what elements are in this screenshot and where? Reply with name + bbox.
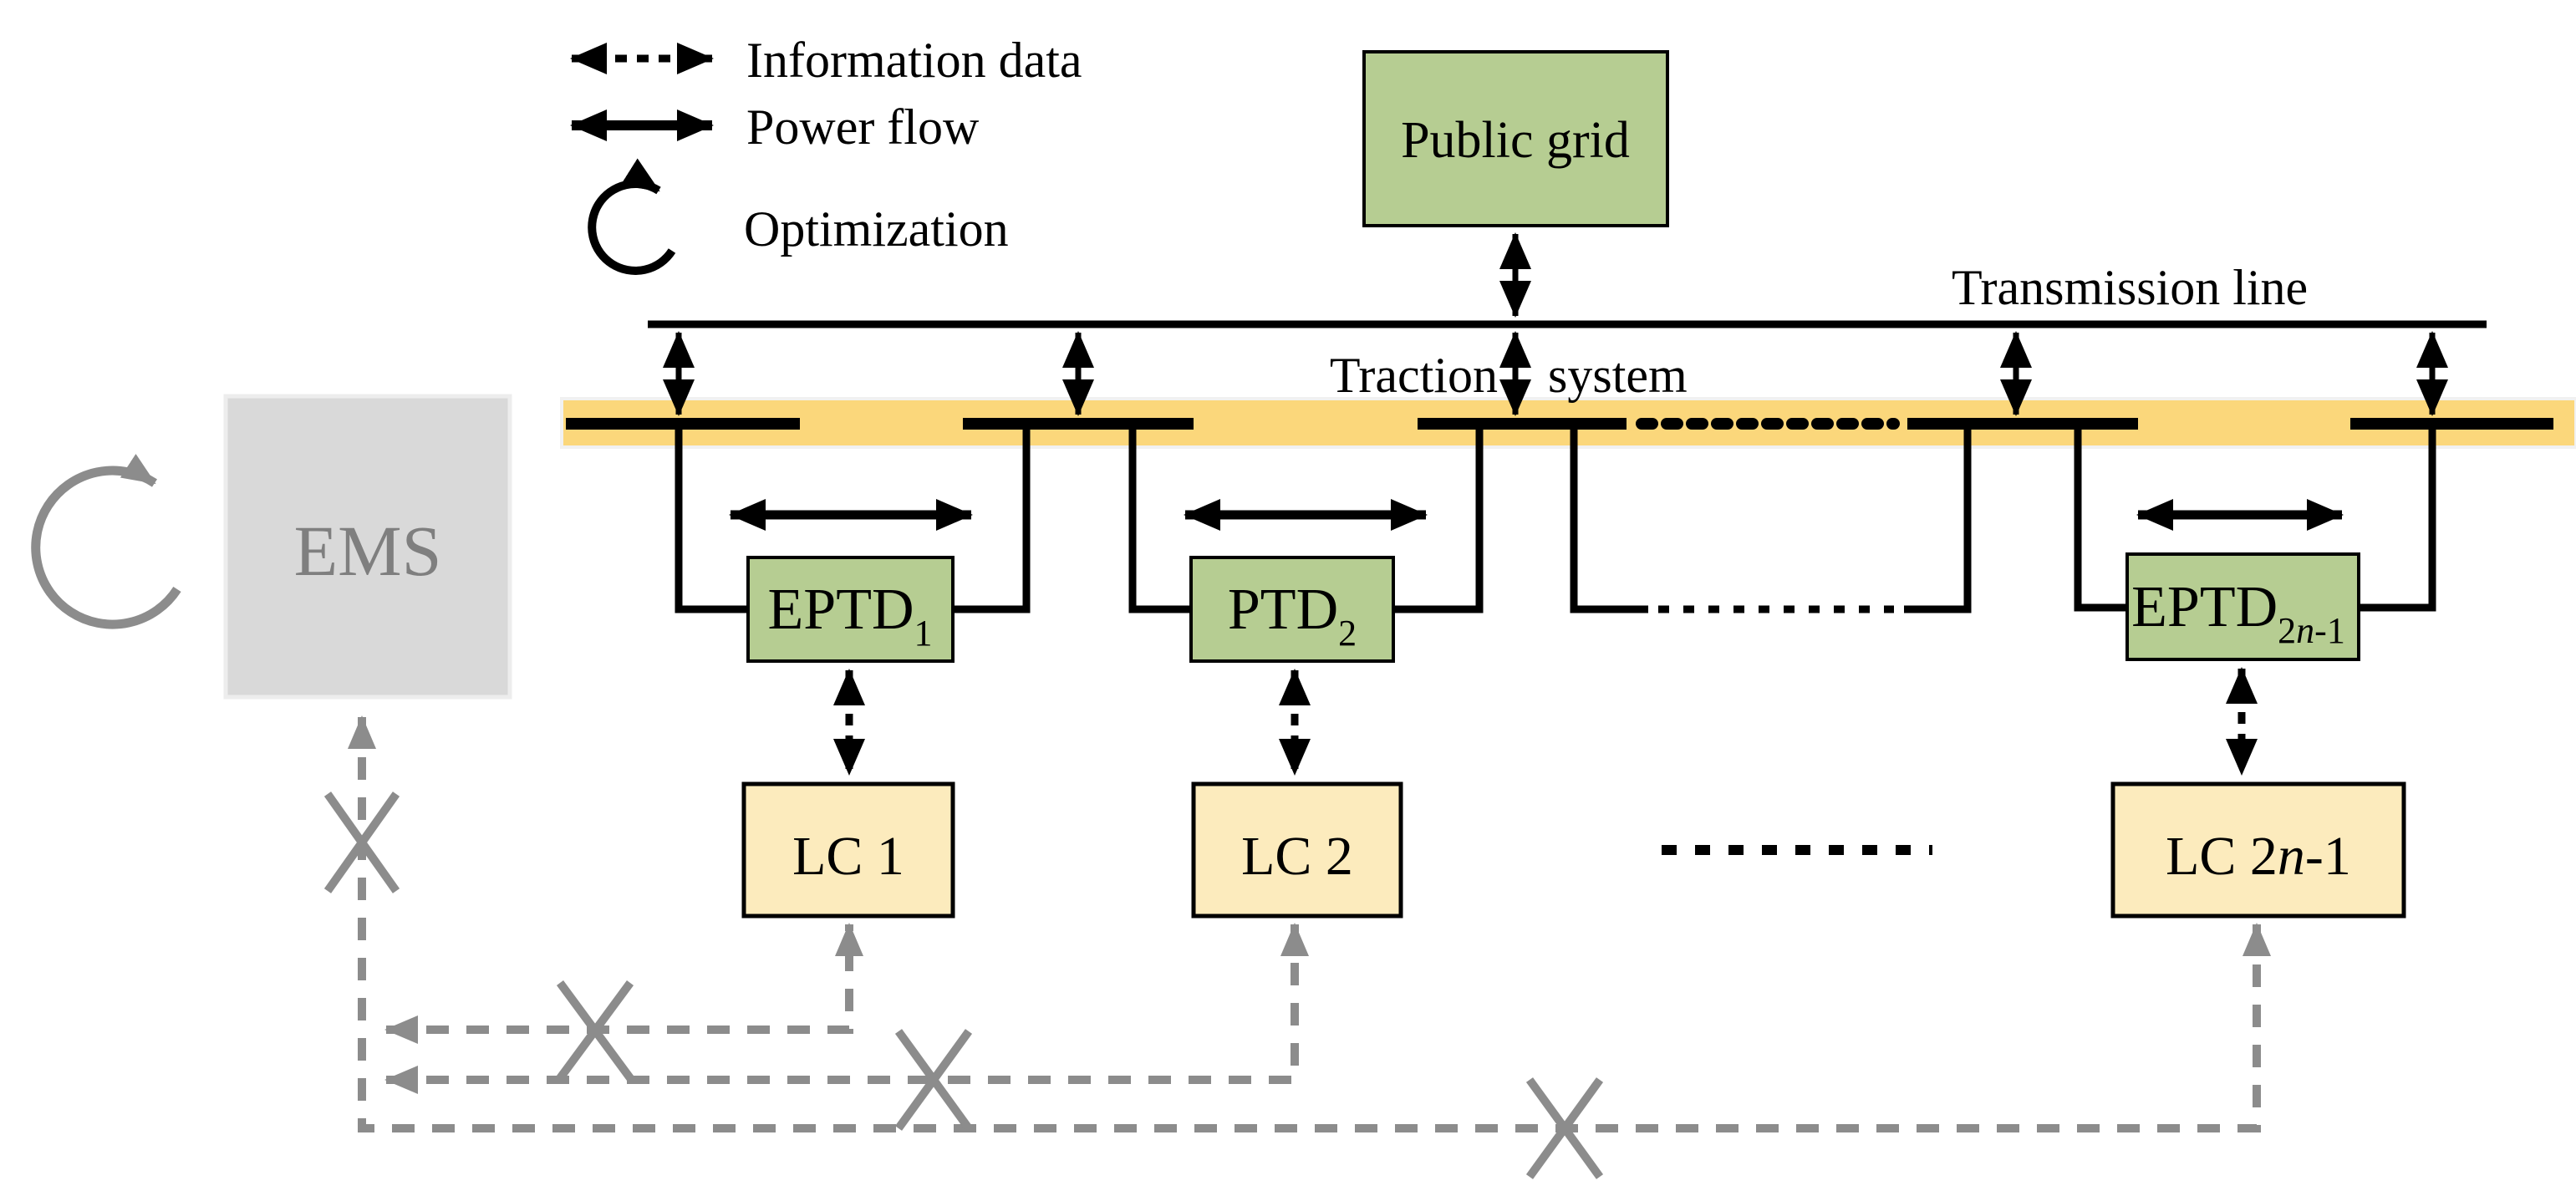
link-failure-x-lc2n1 (1525, 1077, 1604, 1179)
x-stroke (1525, 1077, 1604, 1179)
device-eptd1: EPTD1 (675, 424, 1031, 776)
x-stroke (323, 791, 400, 893)
lc2n1-label-var: n (2278, 826, 2305, 887)
ptd2-left-lead (1128, 424, 1191, 613)
eptd1-label-sub: 1 (914, 613, 933, 654)
device-eptd2n1: EPTD2n-1 (2074, 424, 2436, 776)
lc2n1-label: LC 2n-1 (2166, 826, 2351, 887)
public-grid-label: Public grid (1401, 112, 1630, 169)
eptd2n1-label-sub-num: 2 (2278, 610, 2296, 651)
x-stroke (556, 980, 634, 1081)
eptd1-left-lead (675, 424, 748, 613)
lc1-label: LC 1 (792, 826, 904, 887)
ems: EMS (31, 394, 512, 700)
optimization-loop-icon (588, 158, 676, 275)
traction-label: Traction (1330, 348, 1498, 403)
eptd1-label-main: EPTD (768, 578, 914, 642)
comm-line-lc2-ems (384, 923, 1309, 1094)
x-stroke (894, 1029, 973, 1131)
eptd2n1-label-sub-var: n (2296, 610, 2314, 651)
lc2n1-label-tail: -1 (2305, 826, 2351, 887)
legend-optimization-label: Optimization (744, 201, 1009, 257)
public-grid-box (1362, 50, 1669, 227)
comm-line-lc1-ems (384, 923, 863, 1044)
link-failure-x-lc1 (556, 980, 634, 1081)
comm-line-lc2n1-ems (348, 715, 2271, 1132)
eptd2n1-label-main: EPTD (2131, 575, 2278, 639)
legend-information-label: Information data (746, 33, 1082, 88)
legend: Information data Power flow Optimization (570, 33, 1082, 275)
link-failure-x-ems (323, 791, 400, 893)
continuation-right-lead (1904, 424, 1972, 613)
eptd2n1-label-sub-tail: -1 (2314, 610, 2345, 651)
ptd2-label: PTD2 (1228, 578, 1357, 654)
ptd2-box (1189, 556, 1395, 663)
device-continuation (1570, 424, 1972, 613)
transmission-line-label: Transmission line (1952, 260, 2308, 315)
ptd2-label-main: PTD (1228, 578, 1338, 642)
ems-comm-network (323, 715, 2271, 1179)
ems-label: EMS (294, 511, 442, 591)
ptd2-label-sub: 2 (1338, 613, 1357, 654)
eptd1-label: EPTD1 (768, 578, 933, 654)
legend-power-label: Power flow (746, 99, 980, 155)
transmission: Transmission line (648, 260, 2487, 328)
eptd2n1-left-lead (2074, 424, 2127, 612)
continuation-left-lead (1570, 424, 1648, 613)
public-grid: Public grid (1362, 50, 1669, 318)
lc2-label: LC 2 (1241, 826, 1353, 887)
system-label: system (1548, 348, 1688, 403)
traction-system: Traction system (560, 331, 2576, 449)
eptd1-box (746, 556, 955, 663)
lc2n1-label-prefix: LC 2 (2166, 826, 2278, 887)
eptd2n1-box (2125, 552, 2360, 661)
eptd2n1-label: EPTD2n-1 (2131, 575, 2345, 651)
local-controllers: LC 1 LC 2 LC 2n-1 (741, 781, 2406, 919)
ems-optimization-loop-icon (31, 454, 181, 629)
ptd2-right-lead (1393, 424, 1484, 613)
device-ptd2: PTD2 (1128, 424, 1484, 776)
link-failure-x-lc2 (894, 1029, 973, 1131)
eptd2n1-right-lead (2359, 424, 2436, 612)
eptd1-right-lead (953, 424, 1031, 613)
ems-box (223, 394, 512, 700)
